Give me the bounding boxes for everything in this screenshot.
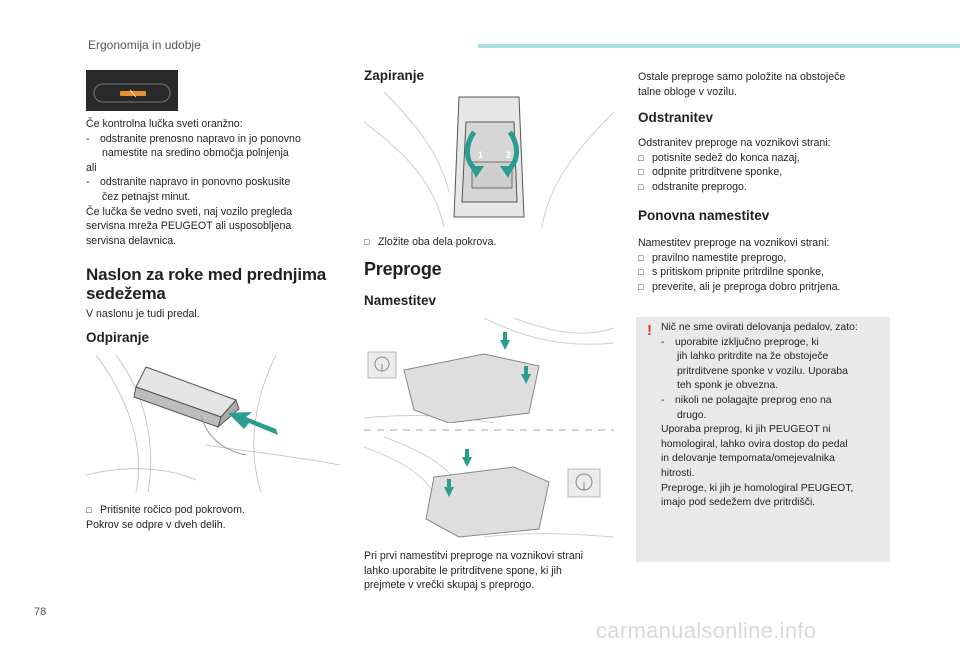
text-line: in delovanje tempomata/omejevalnika — [661, 453, 835, 465]
step-item: potisnite sedež do konca nazaj, — [638, 151, 898, 166]
charging-indicator-image — [86, 70, 178, 111]
marker-1: 1 — [478, 150, 483, 160]
text-line: servisna delavnica. — [86, 234, 177, 247]
text-line: namestite na sredino območja polnjenja — [102, 147, 289, 160]
warning-text: Nič ne sme ovirati delovanja pedalov, za… — [661, 321, 889, 511]
text-line: odstranite prenosno napravo in jo ponovn… — [100, 132, 301, 145]
list-item: odstranite prenosno napravo in jo ponovn… — [86, 132, 351, 147]
text-line: talne obloge v vozilu. — [638, 85, 737, 98]
text-line: Preproge, ki jih je homologiral PEUGEOT, — [661, 482, 854, 494]
mat-install-illustration-top — [364, 318, 614, 423]
text-line: ali — [86, 161, 97, 174]
text-line: Zložite oba dela pokrova. — [378, 236, 497, 248]
heading-line: Naslon za roke med prednjima — [86, 265, 327, 284]
heading-installation: Namestitev — [364, 293, 437, 308]
text-line: Nič ne sme ovirati delovanja pedalov, za… — [661, 322, 858, 333]
charging-instructions: Če kontrolna lučka sveti oranžno: odstra… — [86, 117, 351, 248]
text-line: preverite, ali je preproga dobro pritrje… — [652, 280, 841, 293]
refit-instructions: Namestitev preproge na voznikovi strani:… — [638, 236, 898, 294]
section-header: Ergonomija in udobje — [88, 38, 201, 52]
warning-icon: ! — [647, 322, 652, 339]
text-line: prejmete v vrečki skupaj s preprogo. — [364, 579, 535, 592]
text-line: imajo pod sedežem dve pritrdišči. — [661, 497, 816, 509]
text-line: Uporaba preprog, ki jih PEUGEOT ni — [661, 424, 831, 436]
step-item: odstranite preprogo. — [638, 180, 898, 195]
text-line: Odstranitev preproge na voznikovi strani… — [638, 137, 831, 149]
removal-instructions: Odstranitev preproge na voznikovi strani… — [638, 136, 898, 194]
watermark: carmanualsonline.info — [596, 618, 817, 643]
marker-2: 2 — [506, 150, 511, 160]
installation-text: Pri prvi namestitvi preproge na voznikov… — [364, 549, 619, 593]
armrest-description: V naslonu je tudi predal. — [86, 308, 200, 320]
heading-line: sedežema — [86, 284, 166, 303]
text-line: servisna mreža PEUGEOT ali usposobljena — [86, 220, 292, 233]
text-line: pritrditvene sponke v vozilu. Uporaba — [677, 365, 848, 377]
text-line: teh sponk je obvezna. — [677, 380, 779, 392]
heading-refit: Ponovna namestitev — [638, 208, 770, 223]
closing-step: Zložite oba dela pokrova. — [364, 235, 496, 250]
text-line: Pokrov se odpre v dveh delih. — [86, 518, 226, 531]
step-item: Pritisnite ročico pod pokrovom. — [86, 503, 351, 518]
opening-instructions: Pritisnite ročico pod pokrovom. Pokrov s… — [86, 503, 351, 532]
header-accent-bar — [478, 44, 960, 48]
text-line: uporabite izključno preproge, ki — [675, 336, 819, 348]
text-line: hitrosti. — [661, 467, 695, 479]
text-line: odstranite preprogo. — [652, 180, 747, 193]
text-line: drugo. — [677, 409, 707, 421]
text-line: Če kontrolna lučka sveti oranžno: — [86, 118, 243, 130]
mat-install-illustration-bottom — [364, 437, 614, 542]
text-line: homologiral, lahko ovira dostop do pedal — [661, 438, 848, 450]
section-heading-armrest: Naslon za roke med prednjima sedežema — [86, 265, 356, 303]
text-line: Pritisnite ročico pod pokrovom. — [100, 504, 245, 516]
text-line: odstranite napravo in ponovno poskusite — [100, 176, 291, 189]
armrest-open-illustration — [86, 355, 340, 492]
text-line: pravilno namestite preprogo, — [652, 251, 787, 264]
text-line: jih lahko pritrdite na že obstoječe — [677, 351, 829, 363]
text-line: čez petnajst minut. — [102, 190, 191, 203]
heading-mats: Preproge — [364, 259, 442, 279]
text-line: nikoli ne polagajte preprog eno na — [675, 394, 832, 406]
text-line: odpnite pritrditvene sponke, — [652, 166, 783, 179]
list-item: odstranite napravo in ponovno poskusite — [86, 175, 351, 190]
text-line: Ostale preproge samo položite na obstoje… — [638, 71, 846, 83]
step-item: preverite, ali je preproga dobro pritrje… — [638, 280, 898, 295]
list-item: nikoli ne polagajte preprog eno na — [661, 394, 889, 409]
page-number: 78 — [34, 606, 47, 618]
text-line: Če lučka še vedno sveti, naj vozilo preg… — [86, 205, 293, 218]
other-mats-text: Ostale preproge samo položite na obstoje… — [638, 70, 898, 99]
step-item: pravilno namestite preprogo, — [638, 251, 898, 266]
text-line: lahko uporabite le pritrditvene spone, k… — [364, 564, 562, 577]
step-item: Zložite oba dela pokrova. — [364, 235, 496, 250]
warning-panel — [636, 317, 890, 562]
list-item: uporabite izključno preproge, ki — [661, 336, 889, 351]
heading-removal: Odstranitev — [638, 110, 714, 125]
text-line: Pri prvi namestitvi preproge na voznikov… — [364, 550, 584, 562]
text-line: potisnite sedež do konca nazaj, — [652, 151, 800, 164]
heading-closing: Zapiranje — [364, 68, 425, 83]
text-line: Namestitev preproge na voznikovi strani: — [638, 237, 830, 249]
heading-opening: Odpiranje — [86, 330, 150, 345]
step-item: s pritiskom pripnite pritrdilne sponke, — [638, 265, 898, 280]
armrest-close-illustration: 1 2 — [364, 92, 614, 227]
figure-divider — [364, 427, 614, 433]
step-item: odpnite pritrditvene sponke, — [638, 165, 898, 180]
text-line: s pritiskom pripnite pritrdilne sponke, — [652, 266, 824, 279]
